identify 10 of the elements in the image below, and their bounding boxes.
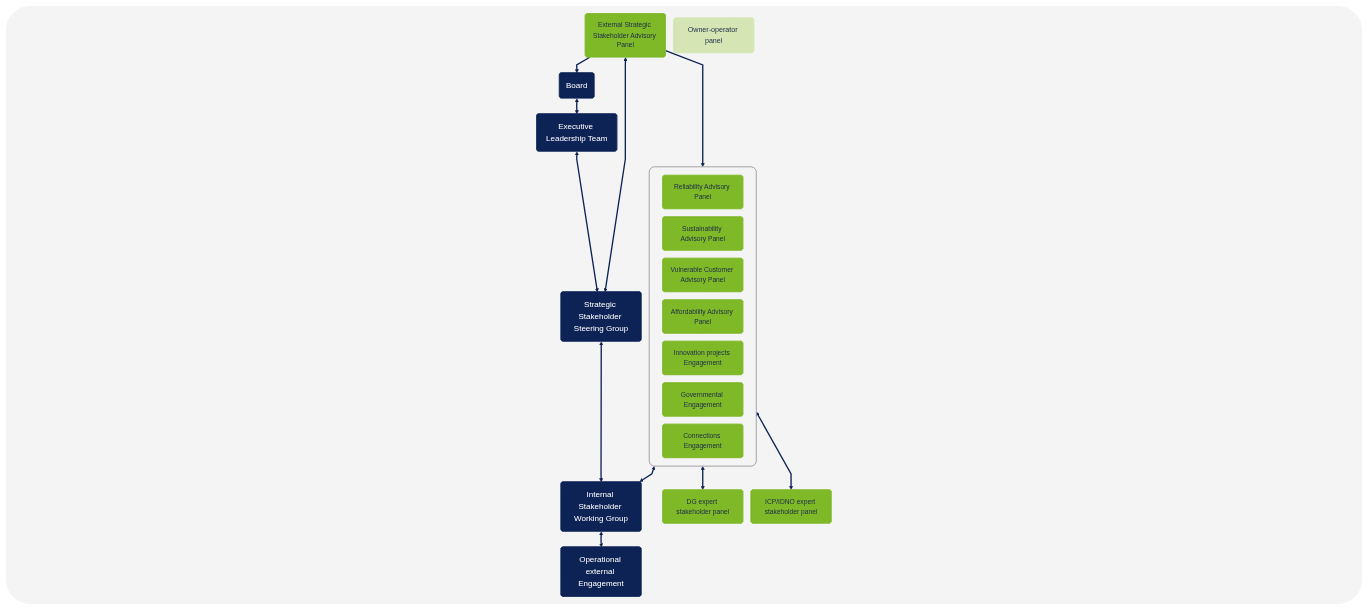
arrow [603, 57, 628, 293]
arrow [575, 56, 591, 74]
arrow [599, 341, 604, 483]
arrow [756, 411, 794, 490]
arrow [575, 151, 599, 293]
arrow [639, 466, 656, 482]
arrow [700, 466, 705, 490]
cluster [648, 166, 757, 467]
arrow [599, 531, 604, 548]
arrow [664, 50, 705, 167]
